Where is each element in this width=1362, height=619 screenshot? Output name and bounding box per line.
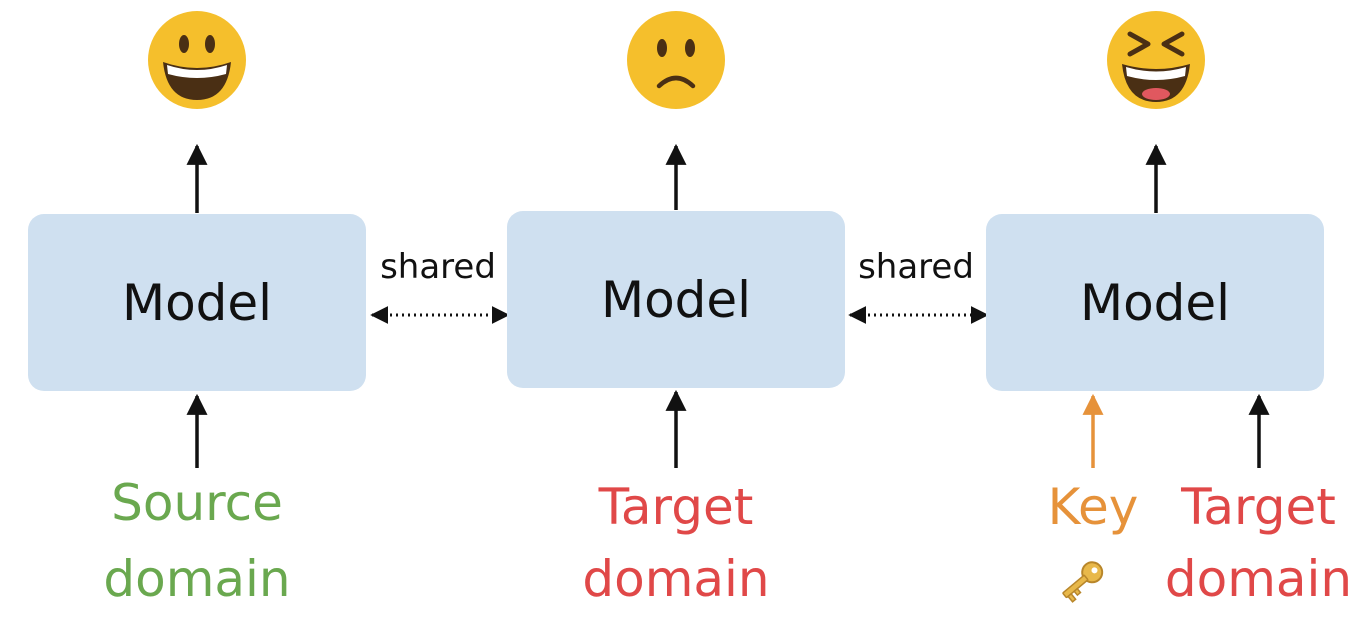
key-label: Key [1047, 478, 1139, 536]
grinning-face-icon [148, 11, 246, 109]
source-domain-line1: Source [111, 474, 283, 532]
model-box-target-right: Model [986, 214, 1324, 391]
slightly-frowning-face-icon [627, 11, 725, 109]
source-domain-line2: domain [103, 550, 291, 608]
target-domain-right-line1: Target [1181, 478, 1336, 536]
shared-label: shared [380, 247, 496, 287]
model-box-target-mid: Model [507, 211, 845, 388]
model-box-source: Model [28, 214, 366, 391]
squinting-laughing-face-icon [1107, 11, 1205, 109]
target-domain-line2: domain [582, 550, 770, 608]
target-domain-line1: Target [598, 478, 754, 536]
model-label: Model [600, 270, 752, 329]
target-domain-right-line2: domain [1164, 550, 1353, 608]
shared-label: shared [858, 247, 974, 287]
key-icon [1062, 561, 1104, 603]
model-label: Model [121, 273, 273, 332]
model-label: Model [1079, 273, 1231, 332]
